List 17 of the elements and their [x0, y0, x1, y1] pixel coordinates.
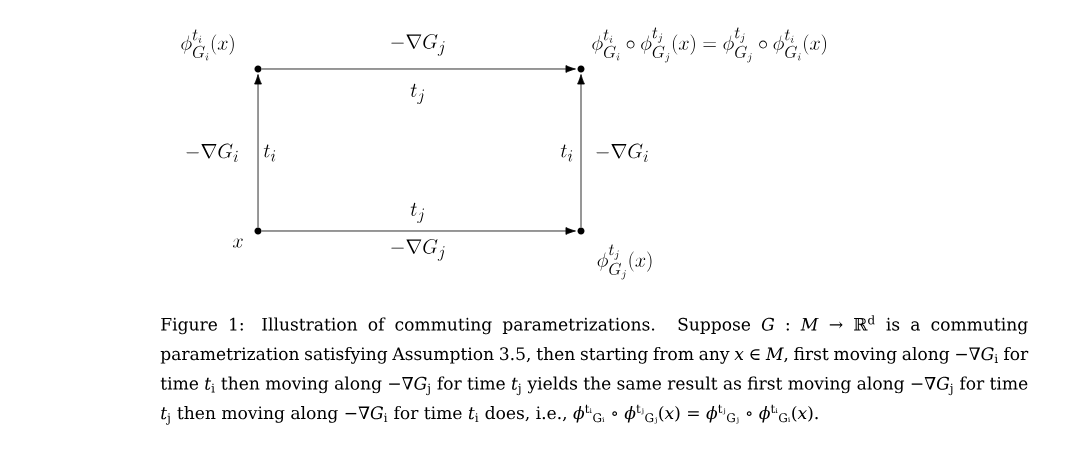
- arrow: [261, 227, 576, 235]
- point-label: $\phi^{t_i}_{G_i}\circ\phi^{t_j}_{G_j}(x)=\phi^{t_j}_{G_j}\circ\phi^{t_i}_{G_i}(x)$: [592, 27, 827, 63]
- point-label: $\phi^{t_j}_{G_j}(x)$: [597, 244, 652, 280]
- arrow: [254, 74, 262, 228]
- edge-label: $-\nabla G_j$: [391, 33, 445, 56]
- time-label: $t_i$: [263, 144, 276, 162]
- time-label: $t_i$: [560, 144, 573, 162]
- arrow: [577, 74, 585, 228]
- edge-label: $-\nabla G_j$: [391, 238, 445, 261]
- edge-label: $-\nabla G_i$: [186, 143, 238, 163]
- edge-label: $-\nabla G_i$: [596, 143, 648, 163]
- point-label: $x$: [232, 238, 243, 248]
- figure-caption: Figure 1: Illustration of commuting parametrizations. Suppose G : M → ℝ$^{d}$ is a commuting parametrization satisfying Assumption 3.5, then starting from any x ∈ M, first moving along −∇G$_{i}$ for time t$_{i}$ then moving along −∇G$_{j}$ for time t$_{j}$ yields the same result as first moving along −∇G$_{j}$ for time t$_{j}$ then moving along −∇G$_{i}$ for time t$_{i}$ does, i.e., ϕ$^{tᵢ}$$_{Gᵢ}$ ∘ ϕ$^{tⱼ}$$_{Gⱼ}$(x) = ϕ$^{tⱼ}$$_{Gⱼ}$ ∘ ϕ$^{tᵢ}$$_{Gᵢ}$(x).: [160, 315, 1029, 425]
- point-label: $\phi^{t_i}_{G_i}(x)$: [181, 29, 234, 61]
- time-label: $t_j$: [410, 202, 424, 224]
- time-label: $t_j$: [410, 83, 424, 105]
- arrow: [261, 65, 576, 73]
